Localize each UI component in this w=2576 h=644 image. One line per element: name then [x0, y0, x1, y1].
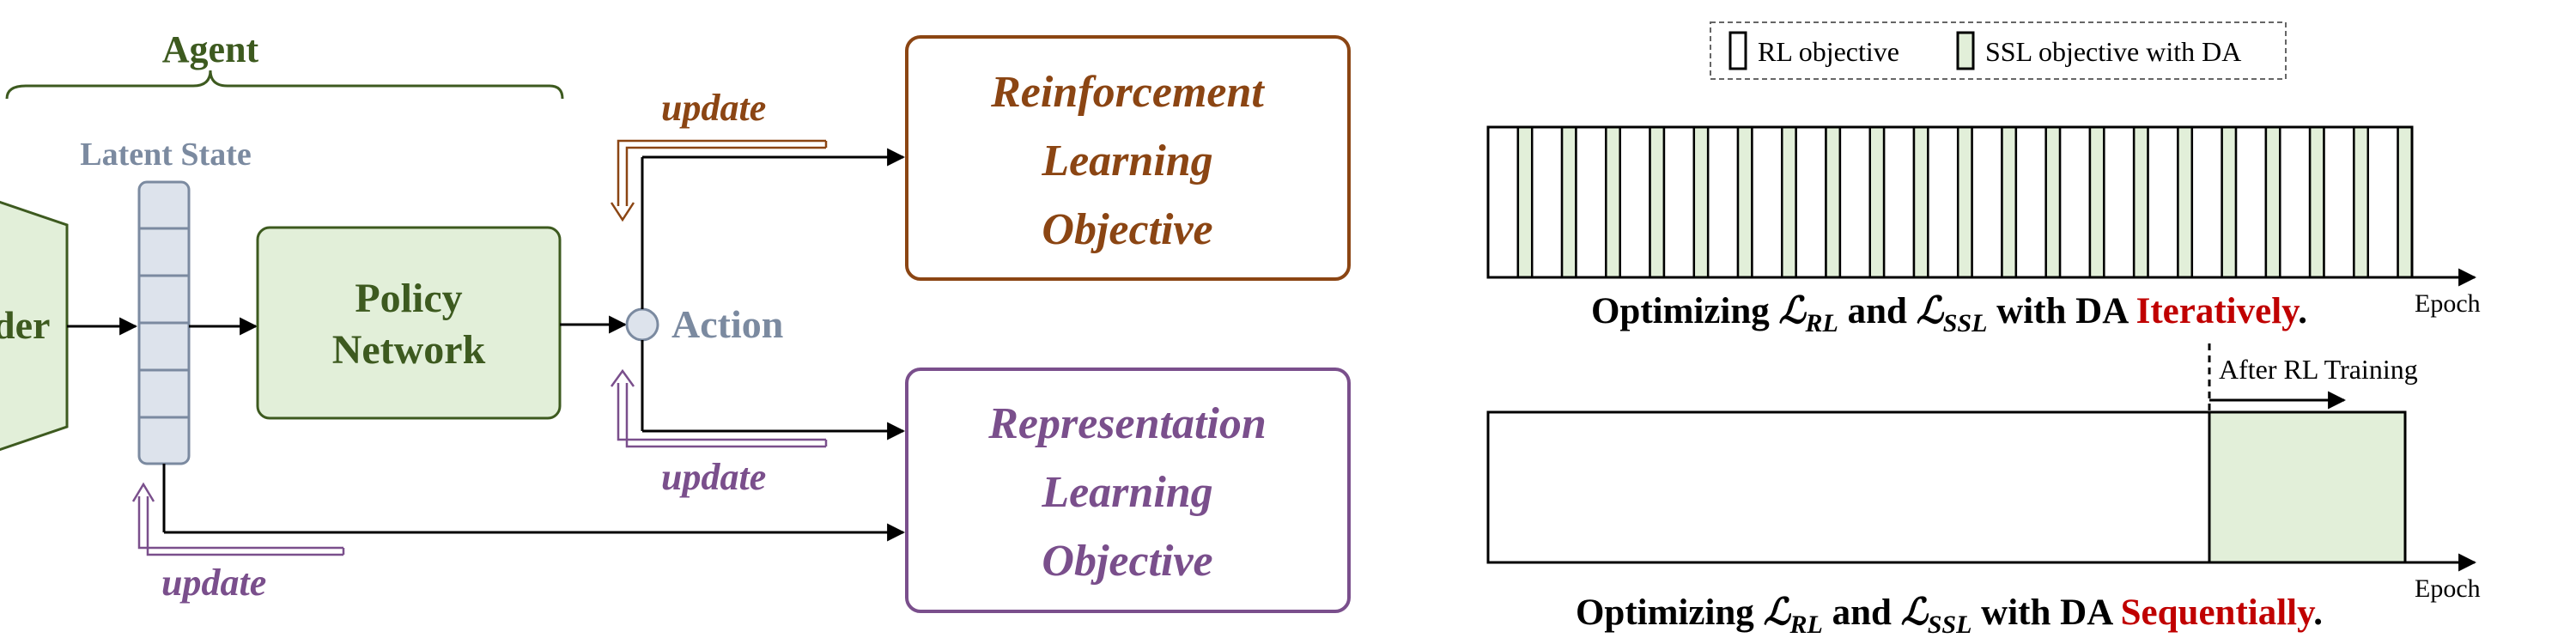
ssl-segment — [2353, 125, 2370, 279]
update-label-action: update — [661, 456, 766, 498]
rl-segment — [1751, 125, 1783, 279]
rl-objective-line-1: Reinforcement — [990, 68, 1265, 117]
sequential-rl-block — [1486, 410, 2211, 564]
ssl-segment — [1692, 125, 1710, 279]
ssl-segment — [1825, 125, 1842, 279]
rl-segment — [1882, 125, 1916, 279]
ssl-segment — [2044, 125, 2062, 279]
ssl-segment — [1868, 125, 1886, 279]
iterative-bars — [1486, 125, 2414, 279]
legend-frame — [1710, 21, 2287, 80]
rl-objective-line-2: Learning — [1041, 137, 1212, 185]
sequential-epoch-label: Epoch — [2415, 574, 2481, 603]
update-label-rl: update — [661, 87, 766, 129]
schedule-diagram: RL objective SSL objective with DA Epoch… — [1486, 21, 2481, 639]
rl-segment — [2103, 125, 2136, 279]
rl-segment — [2058, 125, 2092, 279]
iterative-schedule: Epoch Optimizing ℒRL and ℒSSL with DA It… — [1486, 125, 2481, 337]
ssl-segment — [1516, 125, 1534, 279]
ssl-segment — [2264, 125, 2281, 279]
rl-segment — [2279, 125, 2312, 279]
ssl-segment — [2221, 125, 2238, 279]
rl-segment — [1971, 125, 2003, 279]
encoder-label: der — [0, 303, 50, 347]
ssl-segment — [1605, 125, 1621, 279]
rl-segment — [1838, 125, 1871, 279]
agent-diagram: Agent der Latent State Policy Network Ac… — [0, 28, 1351, 613]
ssl-segment — [1736, 125, 1753, 279]
update-arrow-rl — [610, 139, 828, 222]
legend-rl-label: RL objective — [1758, 36, 1899, 67]
update-label-latent: update — [161, 562, 266, 604]
update-arrow-action — [610, 368, 828, 448]
legend-rl-swatch — [1728, 31, 1747, 70]
ssl-segment — [1560, 125, 1577, 279]
policy-network-box — [256, 226, 562, 420]
repr-objective-line-2: Learning — [1041, 468, 1212, 517]
rl-segment — [2147, 125, 2179, 279]
iterative-epoch-label: Epoch — [2415, 289, 2481, 318]
latent-state-vector — [137, 180, 191, 465]
rl-segment — [2366, 125, 2399, 279]
action-node — [625, 307, 659, 342]
ssl-segment — [1649, 125, 1666, 279]
rl-segment — [1662, 125, 1696, 279]
repr-objective-box — [905, 368, 1351, 613]
after-rl-label: After RL Training — [2219, 354, 2418, 385]
rl-segment — [1706, 125, 1740, 279]
legend-ssl-swatch — [1956, 31, 1975, 70]
update-arrow-latent — [131, 482, 345, 556]
rl-objective-line-3: Objective — [1042, 205, 1212, 254]
agent-label: Agent — [162, 28, 259, 70]
legend-ssl-label: SSL objective with DA — [1985, 36, 2241, 67]
agent-brace — [5, 70, 564, 100]
rl-objective-box — [905, 35, 1351, 281]
rl-segment — [2234, 125, 2268, 279]
policy-network-label-2: Network — [332, 327, 486, 373]
rl-segment — [1530, 125, 1564, 279]
ssl-segment — [2132, 125, 2149, 279]
latent-state-label: Latent State — [80, 137, 251, 173]
action-label: Action — [671, 302, 783, 346]
ssl-segment — [2177, 125, 2194, 279]
ssl-segment — [2001, 125, 2018, 279]
rl-segment — [2014, 125, 2047, 279]
sequential-ssl-block — [2208, 410, 2407, 564]
policy-network-label-1: Policy — [355, 276, 462, 321]
sequential-schedule: Epoch After RL Training Optimizing ℒRL a… — [1486, 343, 2481, 639]
ssl-segment — [1956, 125, 1973, 279]
ssl-segment — [1781, 125, 1797, 279]
rl-segment — [1927, 125, 1959, 279]
iterative-caption: Optimizing ℒRL and ℒSSL with DA Iterativ… — [1591, 289, 2307, 337]
ssl-segment — [2397, 125, 2414, 279]
rl-segment — [2190, 125, 2223, 279]
rl-segment — [2323, 125, 2355, 279]
rl-segment — [1575, 125, 1607, 279]
ssl-segment — [2308, 125, 2325, 279]
repr-objective-line-1: Representation — [987, 399, 1267, 448]
legend: RL objective SSL objective with DA — [1710, 21, 2287, 80]
rl-segment — [1486, 125, 1520, 279]
ssl-segment — [1912, 125, 1929, 279]
rl-segment — [1795, 125, 1827, 279]
rl-segment — [1619, 125, 1651, 279]
encoder-shape — [0, 200, 69, 452]
sequential-caption: Optimizing ℒRL and ℒSSL with DA Sequenti… — [1576, 591, 2323, 639]
ssl-segment — [2088, 125, 2105, 279]
repr-objective-line-3: Objective — [1042, 537, 1212, 586]
